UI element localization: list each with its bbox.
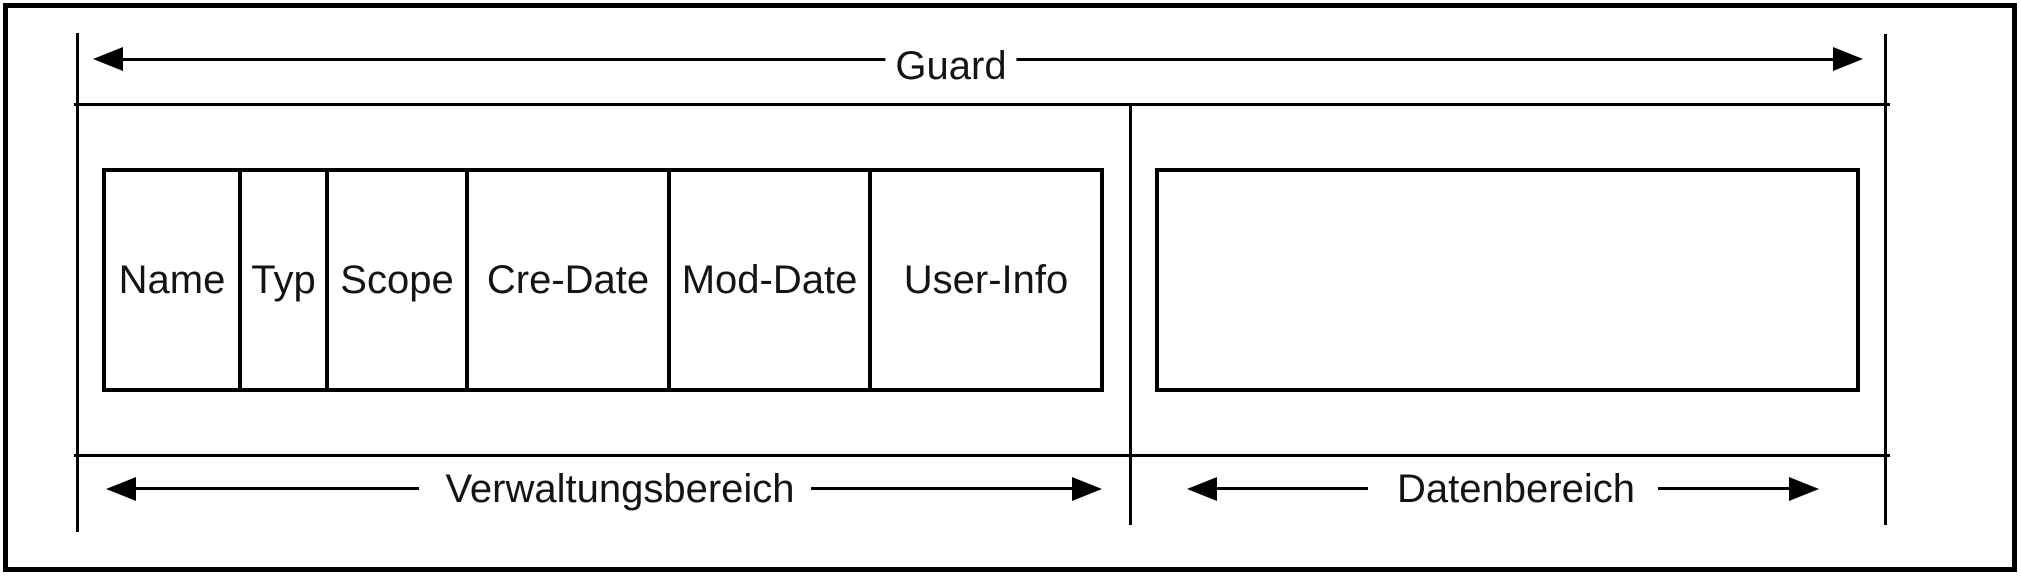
guard-arrowhead-right-icon <box>1833 47 1863 71</box>
field-cell-user-info: User-Info <box>903 257 1069 302</box>
guard-arrowhead-left-icon <box>93 47 123 71</box>
data-area-label: Datenbereich <box>1387 466 1645 512</box>
admin-area-arrow-line-right <box>811 487 1075 490</box>
guard-label: Guard <box>885 43 1017 89</box>
data-area-arrow-line-right <box>1658 487 1789 490</box>
region-divider-line <box>1129 103 1132 525</box>
fields-table: Name Typ Scope Cre-Date Mod-Date User-In… <box>102 168 1104 392</box>
bottom-separator-line <box>74 454 1890 457</box>
admin-area-label: Verwaltungsbereich <box>435 466 805 512</box>
field-cell-cre-date: Cre-Date <box>469 172 671 388</box>
outer-border <box>3 3 2017 572</box>
data-area-box <box>1155 168 1860 392</box>
field-cell-scope: Scope <box>329 172 469 388</box>
field-cell-typ: Typ <box>242 172 329 388</box>
field-cell-name: Name <box>106 172 242 388</box>
field-cell-mod-date: Mod-Date <box>671 172 872 388</box>
left-boundary-line <box>76 33 79 532</box>
data-area-arrow-line-left <box>1211 487 1368 490</box>
data-area-arrowhead-right-icon <box>1789 477 1819 501</box>
right-boundary-line <box>1884 34 1887 525</box>
admin-area-arrow-line-left <box>130 487 419 490</box>
admin-area-arrowhead-right-icon <box>1072 477 1102 501</box>
top-separator-line <box>74 103 1890 106</box>
